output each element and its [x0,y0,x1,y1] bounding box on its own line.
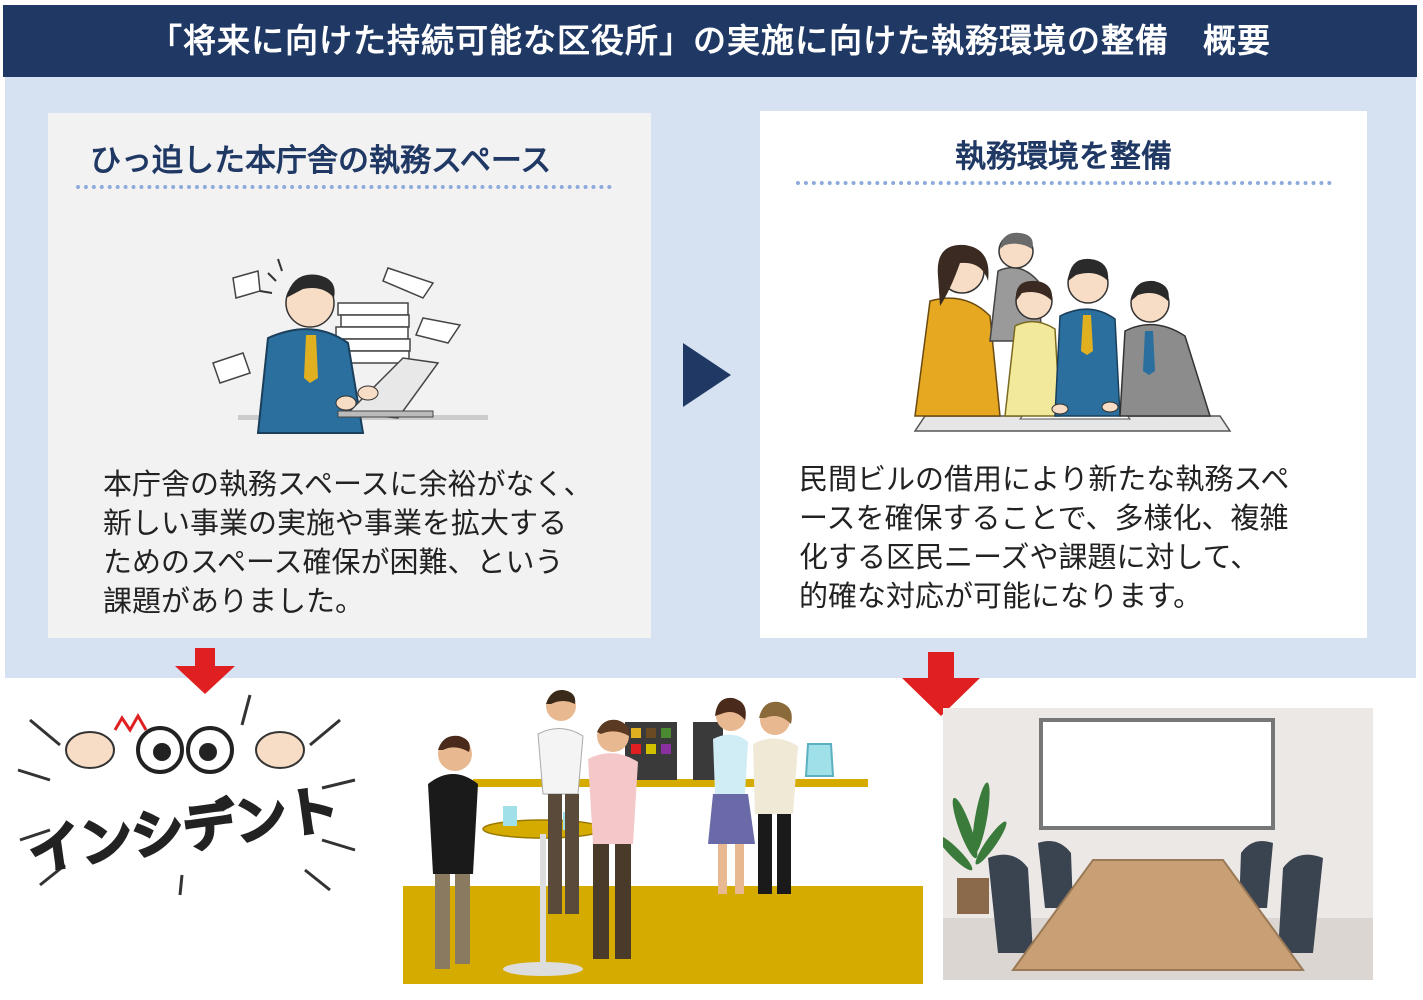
incident-text: インシデント [25,780,342,883]
meeting-room-illustration [943,708,1373,980]
description-line: 本庁舎の執務スペースに余裕がなく、 [103,467,593,501]
page-title: 「将来に向けた持続可能な区役所」の実施に向けた執務環境の整備 概要 [149,21,1271,60]
panel-current-situation: ひっ迫した本庁舎の執務スペース 本庁舎の執務スペースに余裕がなく、 [48,113,651,638]
description-line: 新しい事業の実施や事業を拡大する [103,506,568,540]
panel-heading: ひっ迫した本庁舎の執務スペース [90,143,552,179]
panel-improvement: 執務環境を整備 民間ビルの借用により新たな執務スペ [760,111,1367,638]
dotted-divider [796,181,1332,185]
arrow-down-icon [902,652,980,716]
team-meeting-illustration [913,232,1232,432]
busy-worker-illustration [212,258,488,434]
arrow-down-icon [175,648,235,694]
panel-description: 本庁舎の執務スペースに余裕がなく、 新しい事業の実施や事業を拡大する ためのスペ… [103,465,633,621]
incident-illustration: インシデント [17,694,356,896]
dotted-divider [76,185,612,189]
panel-heading: 執務環境を整備 [955,139,1172,175]
description-line: ースを確保することで、多様化、複雑 [799,501,1289,535]
description-line: ためのスペース確保が困難、という [103,545,564,579]
description-line: 民間ビルの借用により新たな執務スペ [799,462,1290,496]
description-line: 化する区民ニーズや課題に対して、 [799,540,1260,574]
title-bar: 「将来に向けた持続可能な区役所」の実施に向けた執務環境の整備 概要 [3,5,1417,77]
panel-description: 民間ビルの借用により新たな執務スペ ースを確保することで、多様化、複雑 化する区… [799,460,1344,616]
triangle-right-icon [683,343,731,407]
cafe-space-illustration [403,689,923,984]
description-line: 的確な対応が可能になります。 [799,579,1203,613]
description-line: 課題がありました。 [103,584,365,618]
